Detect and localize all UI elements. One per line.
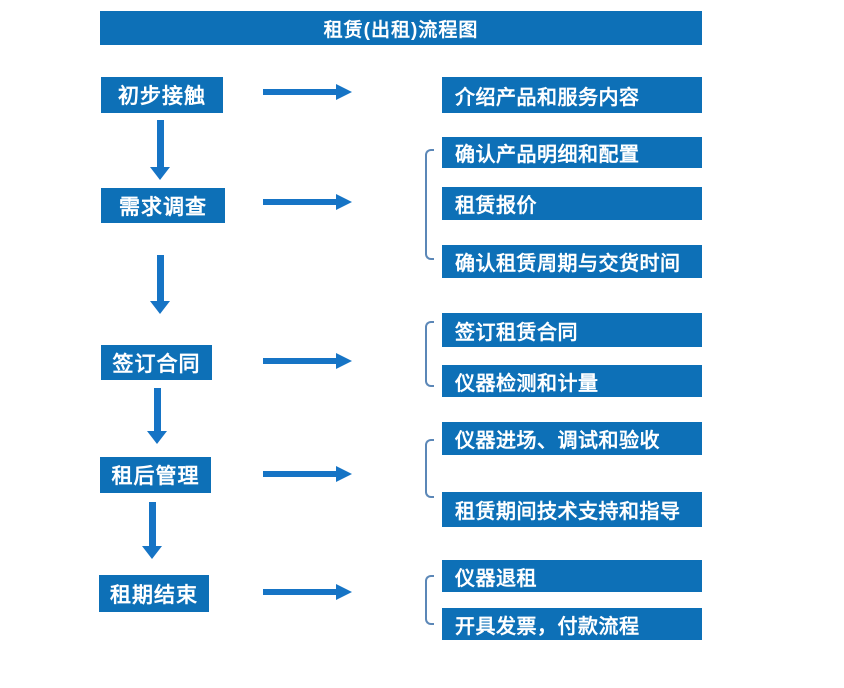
step-box-post-rental-management: 租后管理: [100, 457, 211, 493]
detail-box-intro-products-services: 介绍产品和服务内容: [442, 77, 702, 113]
right-arrow-icon-5: [263, 584, 352, 600]
detail-box-sign-rental-contract: 签订租赁合同: [442, 313, 702, 347]
bracket-group-demand-survey: [425, 149, 434, 260]
right-arrow-icon-1: [263, 84, 352, 100]
right-arrow-shaft: [263, 471, 336, 477]
right-arrow-icon-2: [263, 194, 352, 210]
down-arrow-icon-1: [150, 120, 170, 180]
down-arrow-icon-4: [142, 502, 162, 559]
detail-box-rental-quotation: 租赁报价: [442, 187, 702, 220]
bracket-group-contract-signing: [425, 321, 434, 387]
down-arrow-head: [150, 301, 170, 314]
down-arrow-shaft: [148, 502, 156, 546]
down-arrow-icon-2: [150, 255, 170, 314]
detail-box-instrument-arrival-acceptance: 仪器进场、调试和验收: [442, 422, 702, 455]
step-box-demand-survey: 需求调查: [101, 188, 225, 223]
right-arrow-head: [336, 194, 352, 210]
detail-box-confirm-product-details: 确认产品明细和配置: [442, 137, 702, 168]
right-arrow-head: [336, 84, 352, 100]
down-arrow-shaft: [153, 388, 161, 431]
bracket-group-lease-end: [425, 575, 434, 625]
step-box-lease-end: 租期结束: [99, 575, 209, 612]
right-arrow-shaft: [263, 589, 336, 595]
detail-box-confirm-rental-period-delivery: 确认租赁周期与交货时间: [442, 245, 702, 278]
flowchart-title: 租赁(出租)流程图: [100, 11, 702, 45]
bracket-group-post-rental: [425, 439, 434, 498]
down-arrow-head: [142, 546, 162, 559]
right-arrow-head: [336, 584, 352, 600]
right-arrow-shaft: [263, 89, 336, 95]
detail-box-invoice-payment-process: 开具发票，付款流程: [442, 608, 702, 640]
right-arrow-head: [336, 353, 352, 369]
right-arrow-shaft: [263, 199, 336, 205]
down-arrow-head: [150, 167, 170, 180]
down-arrow-icon-3: [147, 388, 167, 444]
detail-box-rental-tech-support: 租赁期间技术支持和指导: [442, 492, 702, 527]
right-arrow-icon-4: [263, 466, 352, 482]
detail-box-instrument-return: 仪器退租: [442, 560, 702, 592]
step-box-initial-contact: 初步接触: [101, 77, 223, 113]
down-arrow-shaft: [156, 120, 164, 167]
detail-box-instrument-inspection-metering: 仪器检测和计量: [442, 365, 702, 397]
right-arrow-shaft: [263, 358, 336, 364]
down-arrow-head: [147, 431, 167, 444]
step-box-contract-signing: 签订合同: [101, 345, 212, 380]
down-arrow-shaft: [156, 255, 164, 301]
right-arrow-icon-3: [263, 353, 352, 369]
right-arrow-head: [336, 466, 352, 482]
